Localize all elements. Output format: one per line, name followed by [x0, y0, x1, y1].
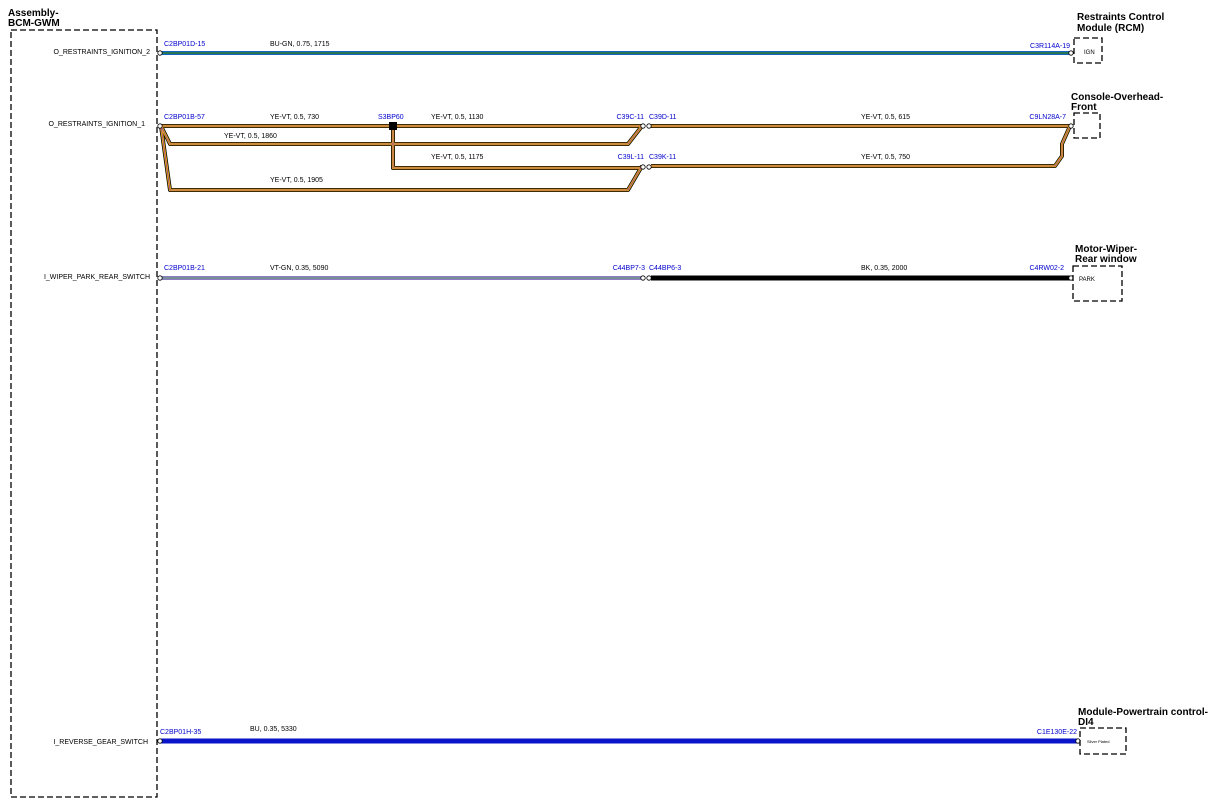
terminal-points — [157, 50, 1081, 744]
connector-c39l-11: C39L-11 — [618, 154, 644, 161]
wiper-pin-park: PARK — [1079, 277, 1095, 283]
pcm-pin-silver-plated: Silver Plated — [1087, 739, 1109, 744]
wire-label-1860: YE-VT, 0.5, 1860 — [224, 133, 277, 140]
connector-c2bp01d-15: C2BP01D-15 — [164, 41, 205, 48]
rcm-pin-ign: IGN — [1084, 50, 1095, 56]
pcm-title-line2: DI4 — [1078, 717, 1094, 728]
rcm-box[interactable] — [1073, 37, 1103, 64]
signal-ignition-1: O_RESTRAINTS_IGNITION_1 — [49, 121, 146, 128]
source-module-box[interactable] — [10, 29, 158, 798]
connector-c39d-11: C39D-11 — [649, 114, 677, 121]
wiper-box[interactable] — [1072, 265, 1123, 302]
rcm-title-line2: Module (RCM) — [1077, 23, 1144, 34]
wire-label-730: YE-VT, 0.5, 730 — [270, 114, 319, 121]
connector-s3bp60: S3BP60 — [378, 114, 404, 121]
wire-label-1175: YE-VT, 0.5, 1175 — [431, 154, 484, 161]
pcm-title-line1: Module-Powertrain control- — [1078, 707, 1208, 718]
connector-c1e130e-22: C1E130E-22 — [1037, 729, 1077, 736]
wire-label-5330: BU, 0.35, 5330 — [250, 726, 297, 733]
connector-c2bp01h-35: C2BP01H-35 — [160, 729, 201, 736]
source-module-title-line2: BCM-GWM — [8, 18, 60, 29]
wire-label-1905: YE-VT, 0.5, 1905 — [270, 177, 323, 184]
connector-c2bp01b-21: C2BP01B-21 — [164, 265, 205, 272]
wiper-title-line2: Rear window — [1075, 254, 1137, 265]
console-title-line1: Console-Overhead- — [1071, 92, 1163, 103]
connector-c44bp6-3: C44BP6-3 — [649, 265, 681, 272]
wire-label-2000: BK, 0.35, 2000 — [861, 265, 907, 272]
source-module-title-line1: Assembly- — [8, 8, 59, 19]
connector-c39k-11: C39K-11 — [649, 154, 676, 161]
wire-label-615: YE-VT, 0.5, 615 — [861, 114, 910, 121]
connector-c9ln28a-7: C9LN28A-7 — [1029, 114, 1066, 121]
wiper-title-line1: Motor-Wiper- — [1075, 244, 1137, 255]
connector-c4rw02-2: C4RW02-2 — [1030, 265, 1065, 272]
wire-label-1715: BU-GN, 0.75, 1715 — [270, 41, 330, 48]
wire-label-750: YE-VT, 0.5, 750 — [861, 154, 910, 161]
wire-label-1130: YE-VT, 0.5, 1130 — [431, 114, 484, 121]
signal-wiper-park: I_WIPER_PARK_REAR_SWITCH — [44, 274, 150, 281]
connector-c39c-11: C39C-11 — [617, 114, 645, 121]
splice-s3bp60[interactable] — [389, 122, 397, 130]
console-title-line2: Front — [1071, 102, 1097, 113]
connector-c2bp01b-57: C2BP01B-57 — [164, 114, 205, 121]
wire-label-5090: VT-GN, 0.35, 5090 — [270, 265, 328, 272]
console-box[interactable] — [1073, 112, 1101, 139]
signal-reverse-gear: I_REVERSE_GEAR_SWITCH — [53, 739, 148, 746]
pcm-box[interactable] — [1079, 727, 1127, 755]
connector-c3r114a-19: C3R114A-19 — [1030, 43, 1070, 50]
connector-c44bp7-3: C44BP7-3 — [613, 265, 645, 272]
rcm-title-line1: Restraints Control — [1077, 12, 1164, 23]
wire-ye-vt-harness[interactable] — [159, 124, 1072, 192]
signal-ignition-2: O_RESTRAINTS_IGNITION_2 — [54, 49, 151, 56]
